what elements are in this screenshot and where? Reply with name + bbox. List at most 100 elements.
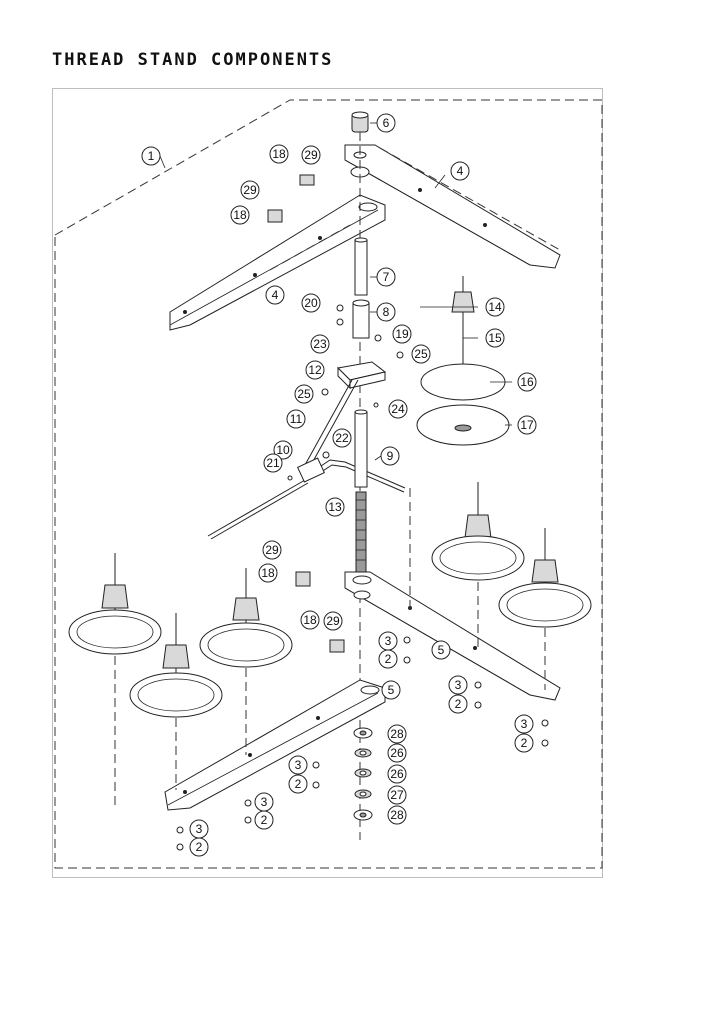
clamp-part: [296, 457, 326, 483]
svg-text:19: 19: [395, 327, 409, 341]
callout-17: 17: [517, 415, 537, 435]
lower-tube: [354, 409, 368, 488]
callout-26a: 26: [387, 743, 407, 763]
callout-5b: 5: [381, 680, 401, 700]
spool-stand-right-a: [431, 482, 525, 581]
callout-2f: 2: [189, 837, 209, 857]
svg-text:20: 20: [304, 296, 318, 310]
svg-text:9: 9: [387, 449, 394, 463]
spool-stand-left-a: [68, 553, 162, 655]
svg-text:28: 28: [390, 727, 404, 741]
svg-text:8: 8: [383, 305, 390, 319]
callout-2a: 2: [378, 649, 398, 669]
callout-15: 15: [485, 328, 505, 348]
svg-text:18: 18: [233, 208, 247, 222]
callout-10: 10: [273, 440, 293, 460]
callout-18d: 18: [300, 610, 320, 630]
svg-text:28: 28: [390, 808, 404, 822]
callout-29b: 29: [240, 180, 260, 200]
svg-text:12: 12: [308, 363, 322, 377]
callout-21: 21: [263, 453, 283, 473]
callout-9: 9: [380, 446, 400, 466]
guide-rod: [207, 459, 406, 540]
callout-6: 6: [376, 113, 396, 133]
callout-29a: 29: [301, 145, 321, 165]
callout-29c: 29: [262, 540, 282, 560]
callout-26b: 26: [387, 764, 407, 784]
callout-20: 20: [301, 293, 321, 313]
callout-4b: 4: [265, 285, 285, 305]
spool-stand-left-c: [199, 568, 293, 668]
svg-text:2: 2: [261, 813, 268, 827]
top-spool-holder: [416, 276, 510, 446]
spool-stand-right-b: [498, 528, 592, 628]
svg-text:2: 2: [385, 652, 392, 666]
svg-text:29: 29: [304, 148, 318, 162]
svg-text:21: 21: [266, 456, 280, 470]
svg-text:14: 14: [488, 300, 502, 314]
callout-12: 12: [305, 360, 325, 380]
callout-3c: 3: [514, 714, 534, 734]
callout-3f: 3: [189, 819, 209, 839]
callout-24: 24: [388, 399, 408, 419]
upper-tube: [354, 237, 368, 296]
svg-text:17: 17: [520, 418, 534, 432]
callout-18c: 18: [258, 563, 278, 583]
svg-text:4: 4: [272, 288, 279, 302]
svg-text:29: 29: [265, 543, 279, 557]
sleeve-part: [352, 299, 370, 339]
lower-arm-right: [344, 571, 561, 701]
svg-text:6: 6: [383, 116, 390, 130]
svg-text:2: 2: [521, 736, 528, 750]
svg-text:25: 25: [414, 347, 428, 361]
callout-7: 7: [376, 267, 396, 287]
callout-29d: 29: [323, 611, 343, 631]
callout-19: 19: [392, 324, 412, 344]
callout-18a: 18: [269, 144, 289, 164]
svg-text:18: 18: [303, 613, 317, 627]
callout-2c: 2: [514, 733, 534, 753]
callout-25b: 25: [294, 384, 314, 404]
svg-text:26: 26: [390, 746, 404, 760]
callout-5a: 5: [431, 640, 451, 660]
assembly-boundary: [54, 99, 603, 869]
svg-text:11: 11: [290, 412, 303, 426]
callout-3b: 3: [448, 675, 468, 695]
spool-stand-left-b: [129, 613, 223, 718]
threaded-rod: [355, 491, 367, 575]
svg-text:7: 7: [383, 270, 390, 284]
svg-text:29: 29: [243, 183, 257, 197]
callout-14: 14: [485, 297, 505, 317]
callout-4a: 4: [450, 161, 470, 181]
svg-text:13: 13: [328, 500, 342, 514]
svg-text:5: 5: [388, 683, 395, 697]
svg-text:3: 3: [521, 717, 528, 731]
washer-stack: [353, 727, 373, 821]
callout-13: 13: [325, 497, 345, 517]
callout-3a: 3: [378, 631, 398, 651]
lower-arm-left: [164, 679, 386, 811]
callout-23: 23: [310, 334, 330, 354]
svg-text:3: 3: [455, 678, 462, 692]
svg-text:10: 10: [276, 443, 290, 457]
svg-text:3: 3: [196, 822, 203, 836]
callout-8: 8: [376, 302, 396, 322]
callout-16: 16: [517, 372, 537, 392]
svg-text:25: 25: [297, 387, 311, 401]
callout-2e: 2: [254, 810, 274, 830]
svg-text:2: 2: [455, 697, 462, 711]
callout-11: 11: [286, 409, 306, 429]
svg-text:29: 29: [326, 614, 340, 628]
cap-part: [351, 111, 369, 133]
callout-bubbles: 1 6 4 18 29 29 18 4 7 8 20 19 23 25 12 2…: [141, 113, 537, 857]
callout-22: 22: [332, 428, 352, 448]
callout-25a: 25: [411, 344, 431, 364]
svg-text:26: 26: [390, 767, 404, 781]
arm-rod: [304, 379, 353, 466]
callout-27: 27: [387, 785, 407, 805]
callout-18b: 18: [230, 205, 250, 225]
svg-text:5: 5: [438, 643, 445, 657]
svg-text:27: 27: [390, 788, 404, 802]
svg-text:2: 2: [196, 840, 203, 854]
